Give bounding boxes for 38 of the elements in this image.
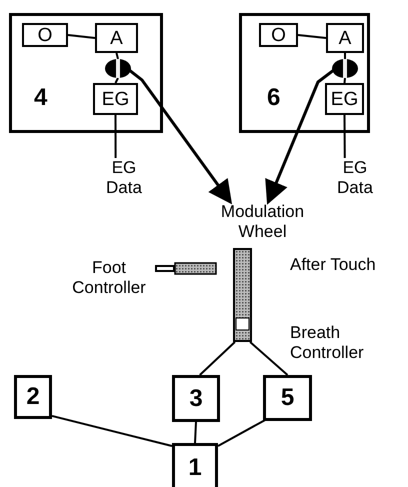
operator-panel <box>239 13 370 133</box>
oscillator-block: O <box>259 23 298 47</box>
modulation-knob-icon <box>105 59 131 78</box>
arrow <box>265 69 334 205</box>
envelope-block: EG <box>325 83 364 115</box>
connector-line <box>249 341 288 376</box>
operator-box: 5 <box>263 375 312 421</box>
data-label: EG Data <box>325 158 385 198</box>
connector-line <box>194 422 197 444</box>
operator-box: 2 <box>14 375 52 419</box>
pedal-icon <box>155 262 217 275</box>
controller-label: Breath Controller <box>290 323 365 362</box>
connector-line <box>116 52 119 60</box>
connector-line <box>114 115 117 158</box>
amplifier-block: A <box>326 23 364 53</box>
oscillator-block: O <box>22 23 68 47</box>
operator-number: 4 <box>34 86 48 110</box>
connector-line <box>68 34 96 39</box>
connector-line <box>344 53 346 59</box>
amplifier-block: A <box>95 23 138 53</box>
operator-box: 3 <box>172 375 220 422</box>
operator-panel <box>9 13 163 133</box>
connector-line <box>344 78 346 84</box>
data-label: EG Data <box>94 158 154 198</box>
connector-line <box>298 34 326 39</box>
wheel-label: Modulation Wheel <box>205 202 320 250</box>
arrow <box>128 69 232 204</box>
controller-label: After Touch <box>290 255 377 275</box>
envelope-block: EG <box>93 83 138 115</box>
controller-label: Foot Controller <box>71 258 147 298</box>
connector-line <box>52 414 172 447</box>
connector-line <box>199 341 236 376</box>
connector-line <box>344 115 346 158</box>
operator-number: 6 <box>267 86 280 110</box>
operator-box: 1 <box>172 443 218 487</box>
modulation-knob-icon <box>332 59 358 78</box>
controller-strip <box>233 248 252 342</box>
connector-line <box>218 419 266 447</box>
